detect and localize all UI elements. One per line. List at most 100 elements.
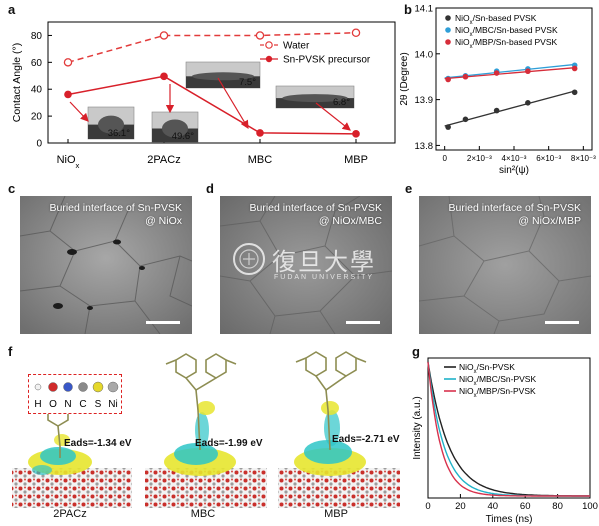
molecule-mbc bbox=[165, 353, 237, 451]
series-line-water bbox=[67, 32, 357, 64]
x-tick-label: 4×10⁻³ bbox=[502, 154, 527, 163]
droplet-shape bbox=[98, 115, 124, 134]
y-tick-label: 40 bbox=[31, 85, 43, 96]
element-swatch bbox=[92, 381, 104, 393]
molecule-mbp bbox=[295, 351, 367, 451]
legend-marker-precursor bbox=[265, 55, 273, 63]
droplet-inset: 49.6° bbox=[151, 111, 199, 143]
eads-mbc: Eads=-1.99 eV bbox=[195, 438, 263, 449]
sem-image-nio: Buried interface of Sn-PVSK @ NiOx bbox=[20, 196, 192, 334]
legend-marker bbox=[445, 15, 451, 21]
legend-marker bbox=[445, 27, 451, 33]
droplet-angle-label: 36.1° bbox=[108, 128, 130, 139]
nio-slab bbox=[12, 468, 132, 508]
element-swatch bbox=[48, 382, 58, 392]
structure-label-mbp: MBP bbox=[324, 508, 348, 520]
inset-arrow bbox=[217, 77, 249, 130]
sem-image-mbp: Buried interface of Sn-PVSK @ NiOx/MBP bbox=[419, 196, 591, 334]
legend-label: NiOx/MBC/Sn-based PVSK bbox=[455, 25, 558, 38]
sem-caption-line1: Buried interface of Sn-PVSK bbox=[448, 202, 582, 214]
sem-caption-line2: @ NiOx/MBC bbox=[318, 215, 382, 227]
x-tick-label: 6×10⁻³ bbox=[536, 154, 561, 163]
x-tick-label: 0 bbox=[442, 154, 447, 163]
data-point bbox=[445, 124, 451, 130]
y-tick-label: 14.0 bbox=[415, 49, 434, 60]
panel-letter-g: g bbox=[412, 344, 420, 359]
x-tick-label: 60 bbox=[520, 501, 531, 512]
data-point-water bbox=[351, 28, 361, 38]
plot-frame bbox=[47, 21, 396, 144]
eads-mbp: Eads=-2.71 eV bbox=[332, 434, 400, 445]
scale-bar bbox=[346, 321, 380, 324]
sem-texture-nio bbox=[20, 196, 192, 334]
panel-letter-b: b bbox=[404, 2, 412, 17]
y-tick-label: 0 bbox=[36, 139, 42, 150]
sem-caption-mbp: Buried interface of Sn-PVSK @ NiOx/MBP bbox=[449, 202, 582, 228]
element-symbol: N bbox=[64, 399, 71, 410]
data-point bbox=[462, 73, 469, 80]
charge-density-mbc bbox=[164, 401, 236, 476]
droplet-inset: 36.1° bbox=[87, 106, 135, 140]
x-tick-label: MBC bbox=[248, 154, 273, 166]
element-swatch bbox=[78, 382, 88, 392]
series-line-precursor bbox=[67, 75, 357, 135]
x-tick-label: 0 bbox=[425, 501, 430, 512]
panel-letter-f: f bbox=[8, 344, 13, 359]
y-tick-label: 13.8 bbox=[415, 141, 434, 152]
y-tick-label: 14.1 bbox=[415, 4, 434, 15]
fudan-watermark-subtext: FUDAN UNIVERSITY bbox=[274, 274, 375, 281]
y-tick-label: 60 bbox=[31, 58, 43, 69]
sem-image-mbc: Buried interface of Sn-PVSK @ NiOx/MBC 復… bbox=[220, 196, 392, 334]
x-tick-label: 80 bbox=[552, 501, 563, 512]
element-symbol: C bbox=[79, 399, 86, 410]
data-point-precursor bbox=[256, 129, 264, 137]
x-tick-label: 40 bbox=[488, 501, 499, 512]
legend-label: NiOx/MBP/Sn-based PVSK bbox=[455, 37, 558, 50]
y-tick-label: 20 bbox=[31, 112, 43, 123]
x-tick-label: 8×10⁻³ bbox=[571, 154, 596, 163]
legend-label: NiOx/Sn-PVSK bbox=[459, 362, 515, 375]
panel-letter-d: d bbox=[206, 181, 214, 196]
droplet-shape bbox=[282, 94, 348, 103]
data-point-water bbox=[63, 58, 73, 67]
legend-label-water: Water bbox=[283, 41, 310, 52]
sem-caption-nio: Buried interface of Sn-PVSK @ NiOx bbox=[50, 202, 183, 228]
x-tick-label: NiOx bbox=[57, 154, 80, 170]
fudan-watermark-text: 復旦大學 bbox=[272, 248, 376, 276]
sem-caption-line2: @ NiOx bbox=[145, 215, 182, 227]
sem-caption-line2: @ NiOx/MBP bbox=[518, 215, 581, 227]
data-point bbox=[571, 65, 578, 72]
droplet-shape bbox=[191, 72, 255, 81]
element-symbol: H bbox=[34, 399, 41, 410]
x-tick-label: MBP bbox=[344, 154, 368, 166]
scale-bar bbox=[545, 321, 579, 324]
x-tick-label: 100 bbox=[582, 501, 598, 512]
data-point-precursor bbox=[352, 130, 360, 138]
y-axis-label: Intensity (a.u.) bbox=[412, 396, 423, 459]
data-point-water bbox=[159, 31, 169, 40]
sem-caption-line1: Buried interface of Sn-PVSK bbox=[49, 202, 183, 214]
data-point-water bbox=[255, 31, 265, 40]
element-swatch bbox=[34, 383, 42, 391]
x-tick-label: 2×10⁻³ bbox=[467, 154, 492, 163]
structure-label-mbc: MBC bbox=[190, 508, 216, 520]
droplet-angle-label: 6.8° bbox=[333, 97, 350, 108]
x-axis-label: sin²(ψ) bbox=[499, 165, 529, 176]
element-symbol: Ni bbox=[108, 399, 117, 410]
panel-letter-a: a bbox=[8, 2, 16, 17]
element-swatch bbox=[63, 382, 73, 392]
data-point bbox=[525, 68, 531, 75]
data-point bbox=[445, 76, 451, 83]
droplet-inset: 6.8° bbox=[275, 85, 355, 109]
y-axis-label: 2θ (Degree) bbox=[400, 52, 410, 105]
data-point-precursor bbox=[160, 72, 168, 81]
droplet-shape bbox=[162, 119, 188, 138]
data-point bbox=[571, 89, 578, 96]
charge-density-2pacz bbox=[28, 434, 92, 475]
data-point bbox=[462, 116, 469, 123]
plot-frame bbox=[427, 357, 591, 499]
